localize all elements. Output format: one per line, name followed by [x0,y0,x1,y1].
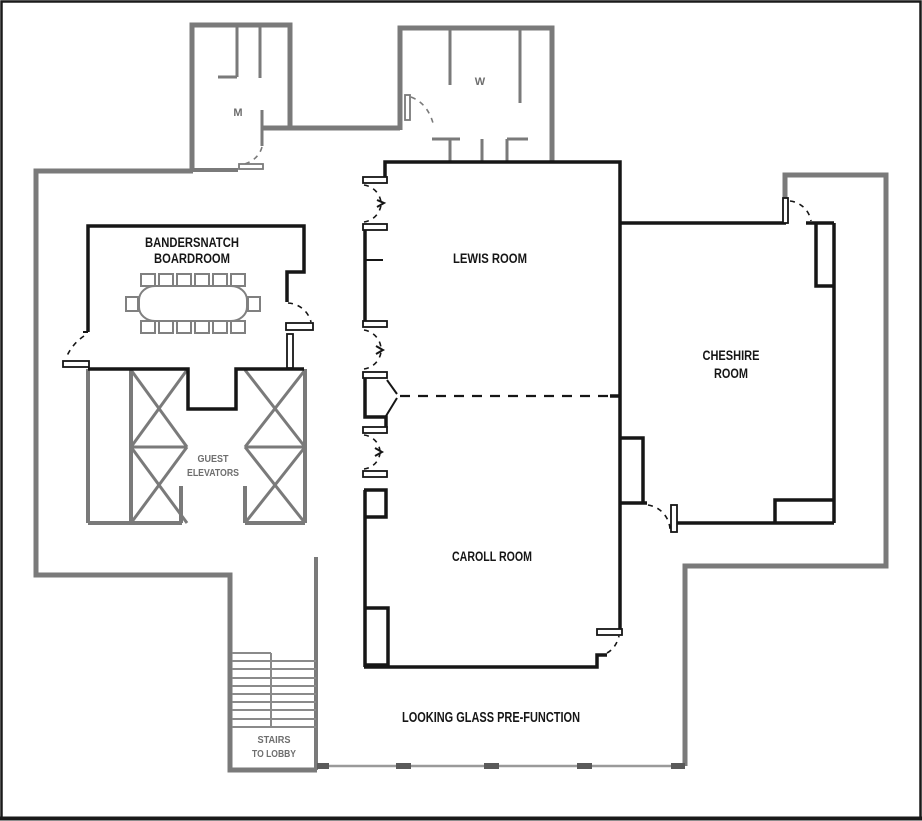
door-leaf [362,426,388,434]
public-walls [33,22,889,773]
wall-pocket [364,488,388,519]
chair [125,296,139,312]
boardroom-west-door-swing-arc [65,335,85,359]
chair [176,273,192,287]
cheshire-room-label-line1: CHESHIRE [703,348,760,363]
lewis-room-label: LEWIS ROOM [453,251,527,266]
boardroom-east-door-leaf [285,322,314,331]
boardroom-west-door-leaf [62,360,90,368]
door-leaf [362,320,388,328]
bandersnatch-boardroom: BANDERSNATCH BOARDROOM [62,224,314,411]
wall-pocket [365,606,390,667]
mens-restroom-walls [189,22,293,171]
cheshire-north-door-swing-arc [789,200,812,222]
airwall-pocket-doors [385,379,398,417]
boardroom-door-jamb [286,333,294,369]
caroll-south-wall [364,653,607,669]
womens-restroom-label: W [475,76,486,88]
elevator-shaft-x-marks [129,369,307,524]
door-swing-arrow [375,345,386,355]
cheshire-fixture [773,498,834,523]
chair [176,320,192,334]
mens-restroom-label: M [233,107,242,119]
chair [247,296,261,312]
elevators-label-line1: GUEST [198,453,230,465]
hall-west-boundary-wall [33,168,317,773]
cheshire-room-label-line2: ROOM [714,366,748,381]
chair [212,320,228,334]
door-swing-arc [363,329,382,349]
door-swing-arc [363,351,382,370]
door-leaf [362,371,388,379]
door-swing-arrow [374,447,385,457]
mens-door-swing-arc [240,146,263,166]
door-swing-arc [363,184,382,203]
door-swing-arrow [376,199,387,208]
stairs-label-line1: STAIRS [258,735,291,746]
womens-door-swing-arc [410,96,435,128]
lewis-caroll-rooms: LEWIS ROOM CAROLL ROOM [362,160,623,669]
door-leaf [362,176,388,184]
boardroom-label-line1: BANDERSNATCH [145,235,239,250]
caroll-door-leaf [596,628,623,636]
door-swing-arc [363,434,381,452]
cheshire-west-alcove [621,436,645,502]
chair [140,273,156,287]
prefunction-label: LOOKING GLASS PRE-FUNCTION [402,710,580,726]
cheshire-closet [814,223,834,288]
door-leaf [362,470,388,478]
stairs-label-line2: TO LOBBY [252,749,296,760]
chair [212,273,228,287]
womens-door-leaf [404,94,411,121]
mens-door-leaf [238,163,264,170]
elevators-label-line2: ELEVATORS [187,467,239,479]
womens-restroom-walls [397,25,555,161]
door-swing-arc [363,204,382,223]
conference-table [138,285,248,322]
chair [158,320,174,334]
boardroom-east-door-swing-arc [287,302,312,323]
chair [158,273,174,287]
chair [230,320,246,334]
caroll-door-swing-arc [606,635,620,654]
cheshire-north-door-jamb [782,197,789,224]
chair [194,320,210,334]
boardroom-walls [86,224,306,332]
guest-elevators: GUEST ELEVATORS [86,369,307,525]
boardroom-south-wall [88,367,304,411]
chair [230,273,246,287]
airwall-pocket [363,378,388,428]
conference-table-set [125,273,261,334]
chair [140,320,156,334]
caroll-room-label: CAROLL ROOM [452,549,532,564]
chair [194,273,210,287]
stairs: STAIRS TO LOBBY [232,652,316,760]
cheshire-south-door-jamb [670,504,678,533]
door-leaf [362,223,388,231]
cheshire-room: CHESHIRE ROOM [620,197,836,533]
cheshire-south-door-swing-arc [647,504,671,530]
door-swing-arc [363,452,381,470]
boardroom-label-line2: BOARDROOM [154,251,230,266]
hall-east-boundary-wall [682,172,889,766]
